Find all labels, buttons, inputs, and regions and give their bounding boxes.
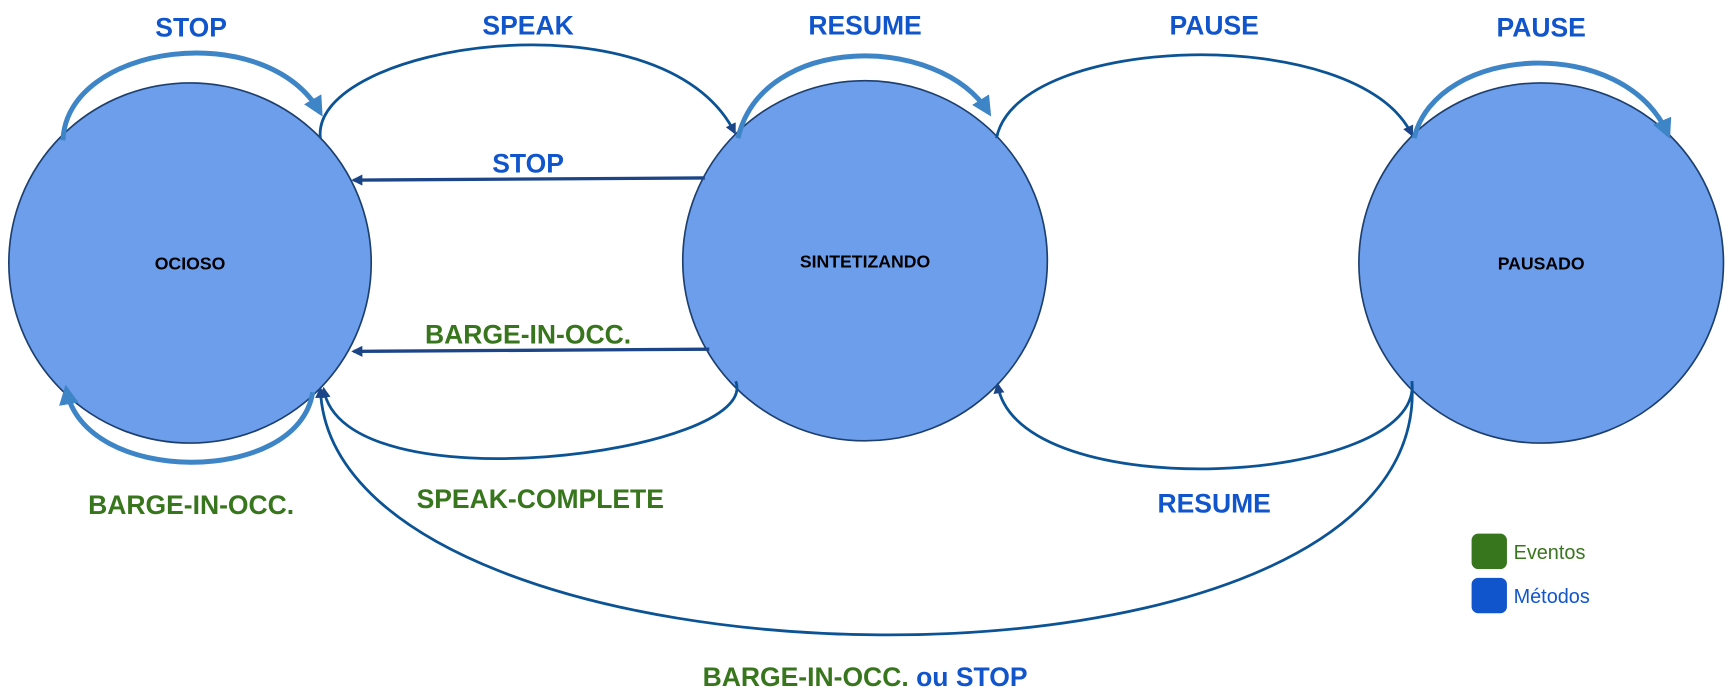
arrow-ocioso-self-top bbox=[60, 50, 323, 141]
state-pausado bbox=[1358, 82, 1725, 444]
legend-label-metodos: Métodos bbox=[1514, 586, 1590, 608]
label-resume: RESUME bbox=[1157, 489, 1270, 519]
label-pause-self: PAUSE bbox=[1497, 13, 1586, 43]
state-ocioso bbox=[8, 82, 373, 444]
legend-swatch-metodos bbox=[1471, 577, 1507, 614]
arrow-ocioso-to-sint bbox=[318, 43, 736, 139]
label-stop: STOP bbox=[492, 148, 564, 178]
arrow-sint-to-ocioso-complete bbox=[319, 380, 739, 460]
state-label-ocioso: OCIOSO bbox=[155, 254, 226, 274]
arrow-paus-self bbox=[1411, 60, 1672, 139]
arrow-sint-to-ocioso-stop bbox=[351, 174, 705, 186]
label-barge-or-stop: BARGE-IN-OCC. ou STOP bbox=[703, 662, 1028, 692]
label-stop-self: STOP bbox=[155, 13, 227, 43]
state-sintetizando bbox=[681, 79, 1049, 442]
arrow-ocioso-self-bottom bbox=[59, 384, 316, 465]
label-speak-complete: SPEAK-COMPLETE bbox=[417, 484, 664, 514]
label-speak: SPEAK bbox=[482, 10, 573, 40]
label-barge-in: BARGE-IN-OCC. bbox=[425, 320, 631, 350]
label-pause: PAUSE bbox=[1169, 10, 1258, 40]
arrow-paus-to-ocioso bbox=[315, 381, 1414, 637]
arrow-paus-to-sint bbox=[993, 381, 1414, 471]
label-resume-self: RESUME bbox=[808, 10, 921, 40]
legend: Eventos Métodos bbox=[1471, 533, 1590, 614]
legend-label-eventos: Eventos bbox=[1514, 542, 1586, 564]
arrow-sint-self bbox=[735, 53, 992, 139]
arrow-sint-to-paus bbox=[995, 53, 1414, 139]
arrow-sint-to-ocioso-barge bbox=[351, 345, 710, 357]
legend-swatch-eventos bbox=[1471, 533, 1507, 570]
state-label-sintetizando: SINTETIZANDO bbox=[800, 251, 930, 271]
label-barge-in-self: BARGE-IN-OCC. bbox=[88, 490, 294, 520]
state-label-pausado: PAUSADO bbox=[1498, 254, 1585, 274]
